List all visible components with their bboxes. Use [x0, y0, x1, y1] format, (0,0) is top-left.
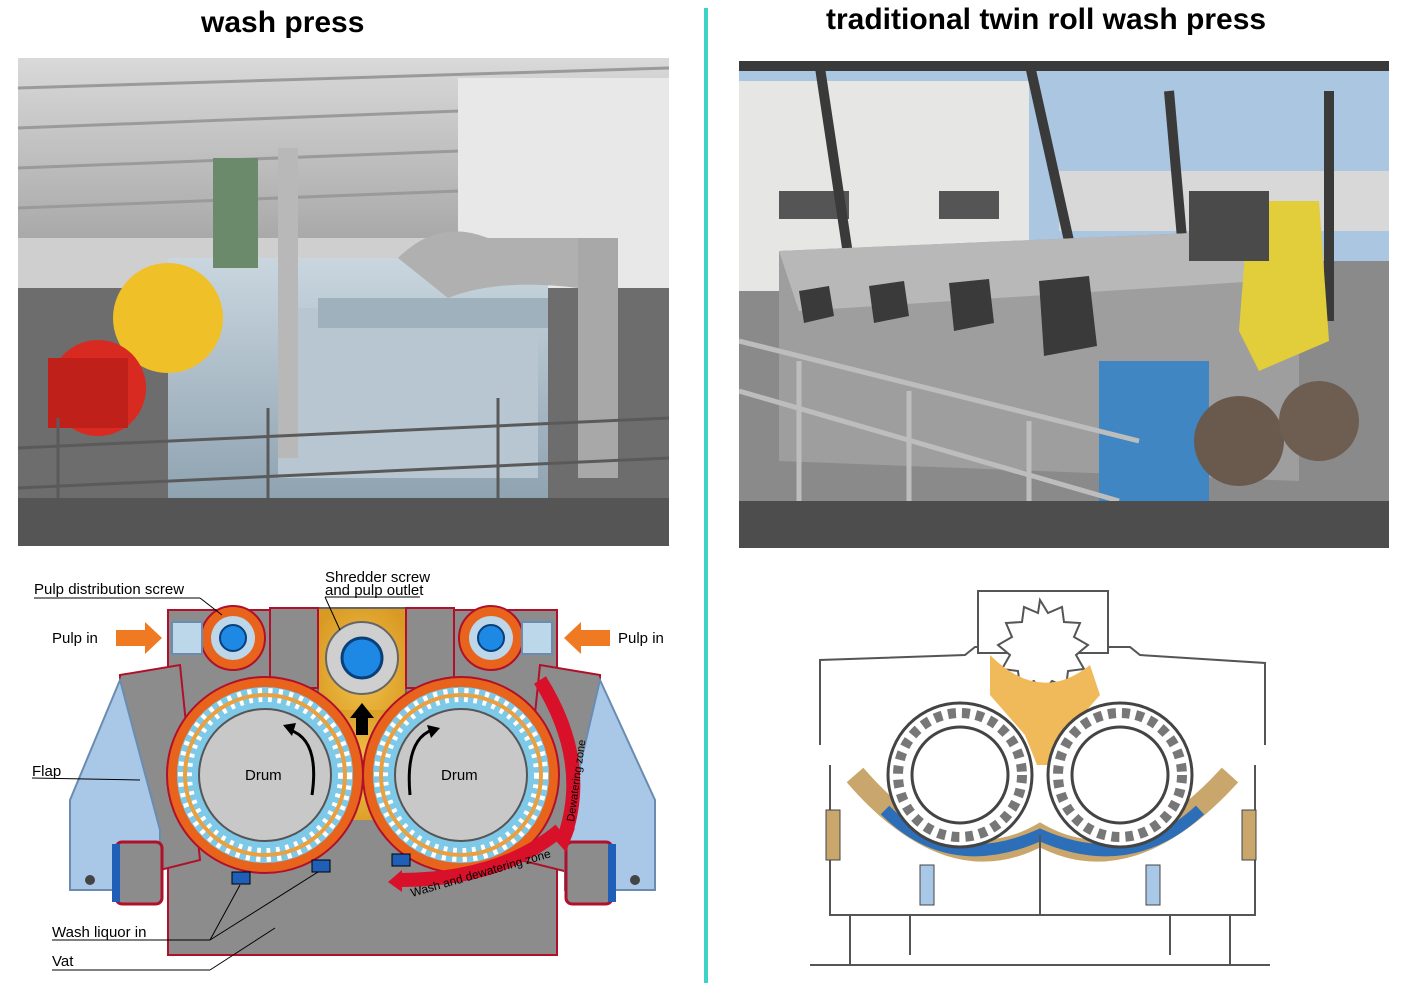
seal-left [114, 840, 164, 906]
pulp-in-arrow-left [116, 622, 162, 654]
label-shredder-line1: Shredder screw [325, 569, 430, 586]
pulp-in-arrow-right [564, 622, 610, 654]
dewatering-zone-arrow [534, 676, 581, 838]
wash-press-diagram: Pulp distribution screw Shredder screw a… [31, 569, 664, 971]
curved-arrow-icon [289, 728, 316, 796]
roll-right [1046, 701, 1194, 849]
wash-dewatering-zone-arrow [399, 824, 565, 887]
wash-press-photo [18, 58, 669, 546]
label-drum-right: Drum [441, 767, 478, 784]
label-pulp-in-right: Pulp in [618, 630, 664, 647]
label-vat: Vat [52, 953, 74, 970]
twin-roll-diagram [810, 590, 1270, 966]
pulp-flow [990, 655, 1100, 785]
label-shredder-line2: and pulp outlet [325, 582, 424, 599]
left-title: wash press [201, 6, 365, 39]
drum-left [166, 676, 364, 874]
label-pulp-in-left: Pulp in [52, 630, 98, 647]
roll-left [886, 701, 1034, 849]
pulp-distribution-screw-right [458, 605, 524, 671]
label-drum-left: Drum [245, 767, 282, 784]
center-divider [704, 8, 708, 983]
pulp-distribution-screw-left [200, 605, 266, 671]
twin-roll-photo [739, 61, 1389, 548]
label-flap: Flap [32, 763, 61, 780]
label-wash-liquor-in: Wash liquor in [52, 924, 146, 941]
label-pulp-distribution-screw: Pulp distribution screw [34, 581, 184, 598]
seal-right [564, 840, 614, 906]
shredder-screw [340, 636, 384, 680]
drum-right [362, 676, 560, 874]
right-title: traditional twin roll wash press [826, 3, 1267, 36]
up-arrow-icon [350, 703, 374, 735]
